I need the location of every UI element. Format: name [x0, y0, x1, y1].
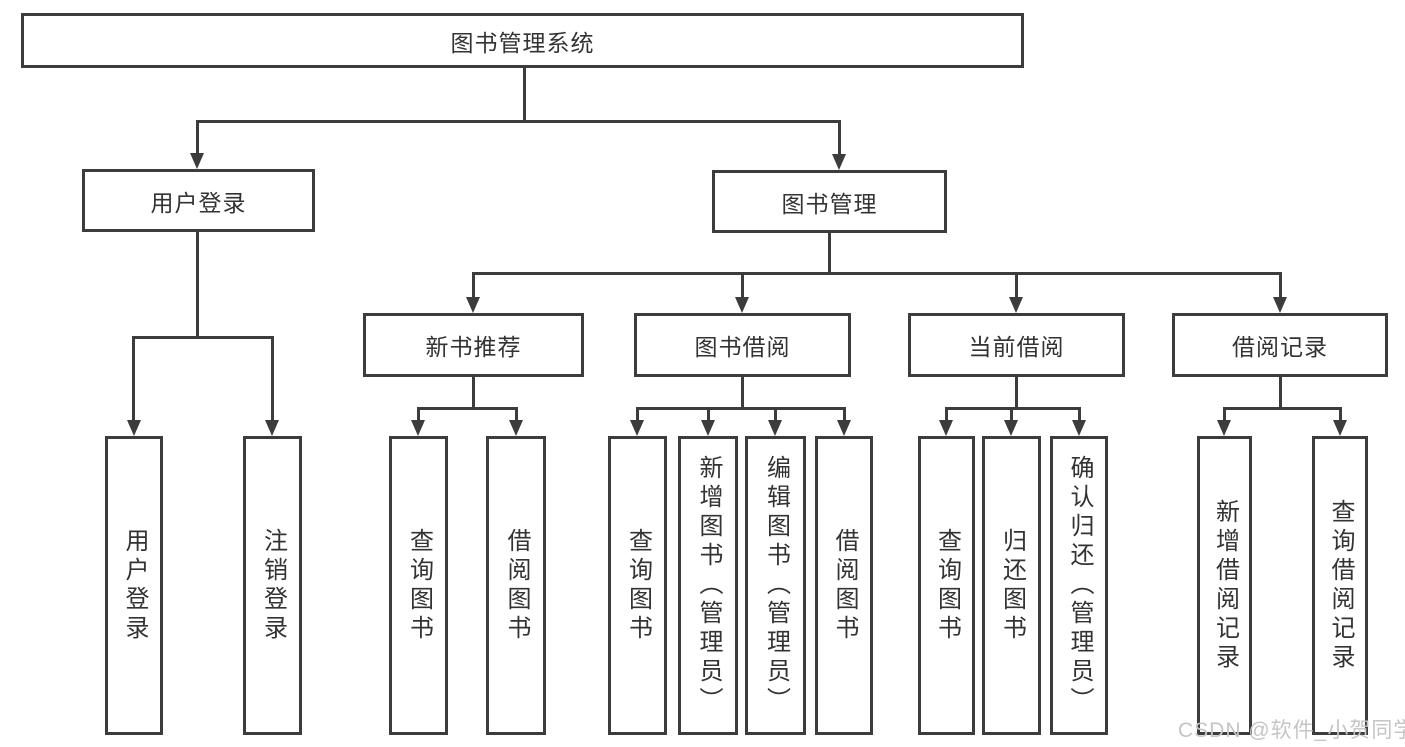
node-book-management-label: 图书管理	[781, 190, 878, 217]
node-current-borrow: 当前借阅	[908, 313, 1125, 377]
arrow-down-icon	[939, 420, 953, 436]
leaf-borrow-book-recommend-label: 借阅图书	[503, 527, 530, 644]
leaf-borrow-book-recommend: 借阅图书	[486, 436, 546, 735]
connector-line	[707, 407, 710, 422]
leaf-edit-book-admin-label: 编辑图书（管理员）	[762, 455, 790, 716]
connector-line	[1339, 407, 1342, 422]
arrow-down-icon	[265, 420, 279, 436]
connector-line	[1279, 272, 1282, 299]
node-root: 图书管理系统	[21, 13, 1024, 68]
arrow-down-icon	[768, 420, 782, 436]
arrow-down-icon	[701, 420, 715, 436]
leaf-user-login-label: 用户登录	[121, 527, 148, 644]
leaf-add-book-admin: 新增图书（管理员）	[678, 436, 738, 735]
connector-line	[132, 336, 135, 422]
arrow-down-icon	[735, 297, 749, 313]
connector-line	[515, 407, 518, 422]
leaf-return-book: 归还图书	[982, 436, 1041, 735]
leaf-borrow-book-label: 借阅图书	[831, 527, 858, 644]
leaf-add-borrow-record: 新增借阅记录	[1197, 436, 1252, 735]
connector-line	[271, 336, 274, 422]
connector-line	[636, 407, 846, 410]
connector-line	[417, 407, 420, 422]
connector-line	[472, 377, 475, 410]
leaf-query-book-borrow: 查询图书	[608, 436, 667, 735]
connector-line	[472, 272, 1282, 275]
node-root-label: 图书管理系统	[450, 29, 595, 56]
leaf-add-book-admin-label: 新增图书（管理员）	[695, 455, 722, 716]
leaf-query-book-current: 查询图书	[918, 436, 975, 735]
node-borrow-record-label: 借阅记录	[1232, 334, 1328, 360]
leaf-query-borrow-record-label: 查询借阅记录	[1327, 498, 1354, 673]
arrow-down-icon	[466, 297, 480, 313]
connector-line	[774, 407, 777, 422]
connector-line	[1223, 407, 1226, 422]
node-new-book-recommend-label: 新书推荐	[425, 334, 522, 360]
watermark: CSDN @软件_小贺同学	[1178, 719, 1405, 742]
node-new-book-recommend: 新书推荐	[363, 313, 584, 377]
leaf-query-borrow-record: 查询借阅记录	[1312, 436, 1368, 735]
connector-line	[843, 407, 846, 422]
arrow-down-icon	[1273, 297, 1287, 313]
arrow-down-icon	[127, 420, 141, 436]
node-current-borrow-label: 当前借阅	[968, 334, 1065, 360]
connector-line	[472, 272, 475, 299]
connector-line	[828, 233, 831, 274]
arrow-down-icon	[1004, 420, 1018, 436]
arrow-down-icon	[630, 420, 644, 436]
node-book-management: 图书管理	[712, 170, 947, 233]
arrow-down-icon	[837, 420, 851, 436]
leaf-confirm-return-admin: 确认归还（管理员）	[1050, 436, 1108, 735]
arrow-down-icon	[509, 420, 523, 436]
arrow-down-icon	[832, 154, 846, 170]
connector-line	[196, 120, 199, 155]
leaf-confirm-return-admin-label: 确认归还（管理员）	[1066, 455, 1093, 716]
leaf-query-book-current-label: 查询图书	[933, 527, 961, 644]
connector-line	[417, 407, 518, 410]
node-book-borrow-label: 图书借阅	[694, 334, 791, 360]
node-borrow-record: 借阅记录	[1172, 313, 1388, 377]
connector-line	[1010, 407, 1013, 422]
arrow-down-icon	[1217, 420, 1231, 436]
arrow-down-icon	[1333, 420, 1347, 436]
node-book-borrow: 图书借阅	[634, 313, 851, 377]
arrow-down-icon	[411, 420, 425, 436]
connector-line	[1015, 272, 1018, 299]
leaf-query-book-recommend-label: 查询图书	[405, 527, 433, 644]
leaf-logout-label: 注销登录	[259, 527, 287, 644]
leaf-logout: 注销登录	[243, 436, 302, 735]
leaf-edit-book-admin: 编辑图书（管理员）	[745, 436, 806, 735]
connector-line	[1015, 377, 1018, 410]
leaf-user-login: 用户登录	[105, 436, 163, 735]
connector-line	[945, 407, 1081, 410]
leaf-query-book-borrow-label: 查询图书	[624, 527, 652, 644]
connector-line	[741, 272, 744, 299]
leaf-add-borrow-record-label: 新增借阅记录	[1211, 498, 1239, 673]
connector-line	[1279, 377, 1282, 410]
arrow-down-icon	[1009, 297, 1023, 313]
node-user-login-label: 用户登录	[150, 189, 247, 216]
connector-line	[838, 120, 841, 155]
leaf-return-book-label: 归还图书	[998, 527, 1026, 644]
leaf-borrow-book: 借阅图书	[815, 436, 873, 735]
leaf-query-book-recommend: 查询图书	[389, 436, 448, 735]
connector-line	[636, 407, 639, 422]
connector-line	[741, 377, 744, 410]
connector-line	[523, 68, 526, 122]
arrow-down-icon	[1072, 420, 1086, 436]
connector-line	[1078, 407, 1081, 422]
connector-line	[1223, 407, 1342, 410]
connector-line	[132, 336, 274, 339]
connector-line	[196, 120, 841, 123]
connector-line	[945, 407, 948, 422]
connector-line	[196, 232, 199, 339]
node-user-login: 用户登录	[82, 169, 315, 232]
arrow-down-icon	[190, 153, 204, 169]
